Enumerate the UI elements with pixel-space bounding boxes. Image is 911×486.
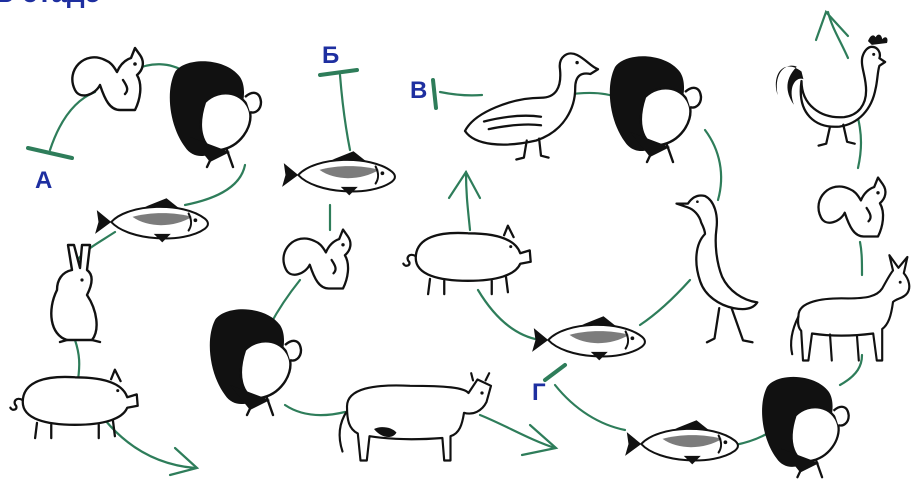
fish-icon — [532, 316, 645, 360]
turkey-icon — [762, 377, 849, 477]
path-turkey-fish — [185, 165, 245, 205]
turkey-icon — [610, 56, 701, 162]
rooster-icon — [776, 35, 888, 146]
pig-icon — [403, 226, 530, 294]
bar-b — [320, 70, 357, 75]
pig-icon — [10, 370, 137, 438]
path-a — [50, 92, 95, 150]
squirrel-icon — [283, 230, 350, 289]
arrow-exit-1 — [170, 448, 197, 475]
path-squirrel-rooster — [858, 118, 861, 168]
rabbit-icon — [51, 245, 100, 342]
path-pig-exit — [105, 420, 195, 468]
heron-icon — [677, 196, 758, 343]
path-b — [340, 75, 350, 150]
squirrel-icon — [72, 48, 142, 110]
path-g — [555, 385, 625, 430]
donkey-icon — [791, 255, 909, 360]
fish-icon — [282, 151, 395, 195]
path-turkey-heron — [705, 130, 721, 200]
path-donkey-squirrel — [860, 242, 862, 275]
bar-g — [545, 365, 565, 380]
path-turkey-cow — [285, 405, 345, 415]
header-text: В стаде — [0, 0, 100, 8]
label-b: Б — [322, 42, 339, 69]
path-squirrel-turkey2 — [270, 280, 300, 325]
squirrel-icon — [818, 178, 885, 237]
label-g: Г — [532, 379, 546, 406]
bar-v — [433, 80, 436, 108]
duck-icon — [465, 53, 598, 159]
path-fish-pig — [478, 290, 540, 340]
path-heron-fish — [640, 280, 690, 325]
arrow-up-mid — [449, 172, 480, 198]
turkey-icon — [210, 309, 301, 415]
label-a: А — [35, 167, 52, 194]
path-fish-turkey3 — [735, 432, 770, 445]
label-v: В — [410, 77, 427, 104]
fish-icon — [625, 420, 738, 464]
turkey-icon — [170, 61, 261, 167]
arrow-exit-2 — [522, 425, 556, 455]
path-cow-exit — [480, 415, 555, 448]
cow-icon — [340, 373, 491, 460]
path-pig-up — [466, 172, 470, 230]
path-v — [440, 92, 482, 95]
path-rabbit-pig — [75, 340, 79, 380]
